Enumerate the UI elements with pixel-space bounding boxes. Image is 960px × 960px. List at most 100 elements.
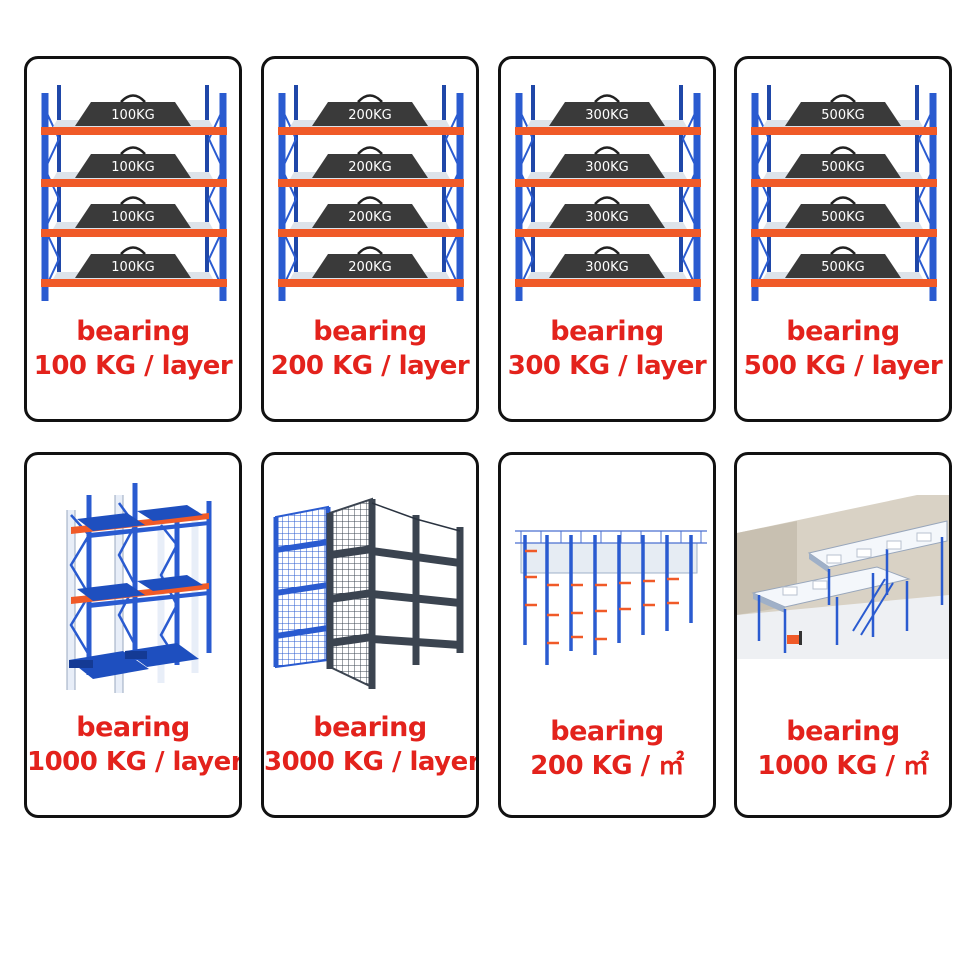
- weight-block: [75, 102, 191, 126]
- caption-line-2: 200 KG / ㎡: [530, 751, 684, 781]
- shelf-beam: [41, 229, 227, 237]
- rack-card-1000kg: bearing 1000 KG / layer: [24, 452, 242, 818]
- weight-label: 500KG: [821, 210, 864, 225]
- rack-card-3000kg: bearing 3000 KG / layer: [261, 452, 479, 818]
- card-caption: bearing 200 KG / layer: [264, 315, 476, 383]
- weight-label: 500KG: [821, 160, 864, 175]
- brace-right: [444, 108, 462, 290]
- weight-label: 200KG: [348, 160, 391, 175]
- weight-block: [785, 154, 901, 178]
- shelf-beam: [278, 179, 464, 187]
- weight-handle-icon: [120, 94, 146, 103]
- caption-line-2: 300 KG / layer: [507, 351, 707, 381]
- card-caption: bearing 1000 KG / layer: [27, 711, 239, 779]
- caption-line-2: 3000 KG / layer: [264, 747, 479, 777]
- weight-handle-icon: [594, 196, 620, 205]
- weight-block: [75, 254, 191, 278]
- shelf-beam: [278, 229, 464, 237]
- card-caption: bearing 1000 KG / ㎡: [737, 715, 949, 783]
- card-caption: bearing 200 KG / ㎡: [501, 715, 713, 783]
- brace-left: [280, 108, 298, 290]
- weight-block: [75, 204, 191, 228]
- weight-handle-icon: [120, 196, 146, 205]
- weight-label: 300KG: [585, 210, 628, 225]
- shelf-beam: [751, 127, 937, 135]
- caption-line-2: 200 KG / layer: [270, 351, 470, 381]
- brace-left: [517, 108, 535, 290]
- weight-label: 200KG: [348, 108, 391, 123]
- brace-right: [681, 108, 699, 290]
- shelf-beam: [515, 279, 701, 287]
- shelf-beam: [751, 179, 937, 187]
- shelf-beam: [751, 279, 937, 287]
- weight-label: 500KG: [821, 260, 864, 275]
- weight-label: 300KG: [585, 260, 628, 275]
- weight-handle-icon: [594, 246, 620, 255]
- weight-handle-icon: [830, 196, 856, 205]
- caption-line-2: 1000 KG / ㎡: [757, 751, 929, 781]
- weight-block: [312, 154, 428, 178]
- weight-block: [312, 254, 428, 278]
- weight-handle-icon: [357, 196, 383, 205]
- shelf-beam: [751, 229, 937, 237]
- card-caption: bearing 300 KG / layer: [501, 315, 713, 383]
- rack-illustration: 500KG 500KG 500KG 500KG: [751, 85, 937, 301]
- weight-block: [549, 102, 665, 126]
- weight-block: [549, 154, 665, 178]
- shelf-beam: [41, 127, 227, 135]
- shelf-beam: [278, 279, 464, 287]
- weight-handle-icon: [594, 94, 620, 103]
- weight-block: [785, 254, 901, 278]
- card-caption: bearing 100 KG / layer: [27, 315, 239, 383]
- weight-block: [312, 102, 428, 126]
- card-caption: bearing 3000 KG / layer: [264, 711, 476, 779]
- caption-line-2: 500 KG / layer: [743, 351, 943, 381]
- shelf-beam: [41, 279, 227, 287]
- caption-line-1: bearing: [76, 712, 190, 743]
- weight-block: [549, 204, 665, 228]
- weight-handle-icon: [830, 94, 856, 103]
- shelf-beam: [515, 229, 701, 237]
- heavy-duty-rack-illustration: [66, 483, 212, 693]
- weight-handle-icon: [830, 246, 856, 255]
- weight-block: [75, 154, 191, 178]
- shelf-beam: [278, 127, 464, 135]
- warehouse-mezzanine-illustration: [737, 495, 949, 659]
- shelf-rack: 500KG 500KG 500KG 500KG: [751, 85, 937, 301]
- weight-handle-icon: [120, 246, 146, 255]
- caption-line-1: bearing: [550, 316, 664, 347]
- weight-block: [312, 204, 428, 228]
- weight-label: 200KG: [348, 260, 391, 275]
- caption-line-1: bearing: [76, 316, 190, 347]
- caption-line-1: bearing: [550, 716, 664, 747]
- weight-block: [549, 254, 665, 278]
- mezzanine-card-1000kg: bearing 1000 KG / ㎡: [734, 452, 952, 818]
- weight-handle-icon: [830, 146, 856, 155]
- weight-label: 300KG: [585, 108, 628, 123]
- brace-right: [207, 108, 225, 290]
- weight-label: 500KG: [821, 108, 864, 123]
- weight-label: 100KG: [111, 260, 154, 275]
- weight-handle-icon: [594, 146, 620, 155]
- shelf-beam: [515, 127, 701, 135]
- weight-block: [785, 204, 901, 228]
- weight-handle-icon: [120, 146, 146, 155]
- cantilever-mezzanine-illustration: [515, 530, 707, 665]
- brace-left: [753, 108, 771, 290]
- weight-label: 100KG: [111, 108, 154, 123]
- caption-line-1: bearing: [786, 716, 900, 747]
- weight-handle-icon: [357, 246, 383, 255]
- weight-handle-icon: [357, 146, 383, 155]
- weight-block: [785, 102, 901, 126]
- caption-line-1: bearing: [313, 316, 427, 347]
- weight-label: 100KG: [111, 210, 154, 225]
